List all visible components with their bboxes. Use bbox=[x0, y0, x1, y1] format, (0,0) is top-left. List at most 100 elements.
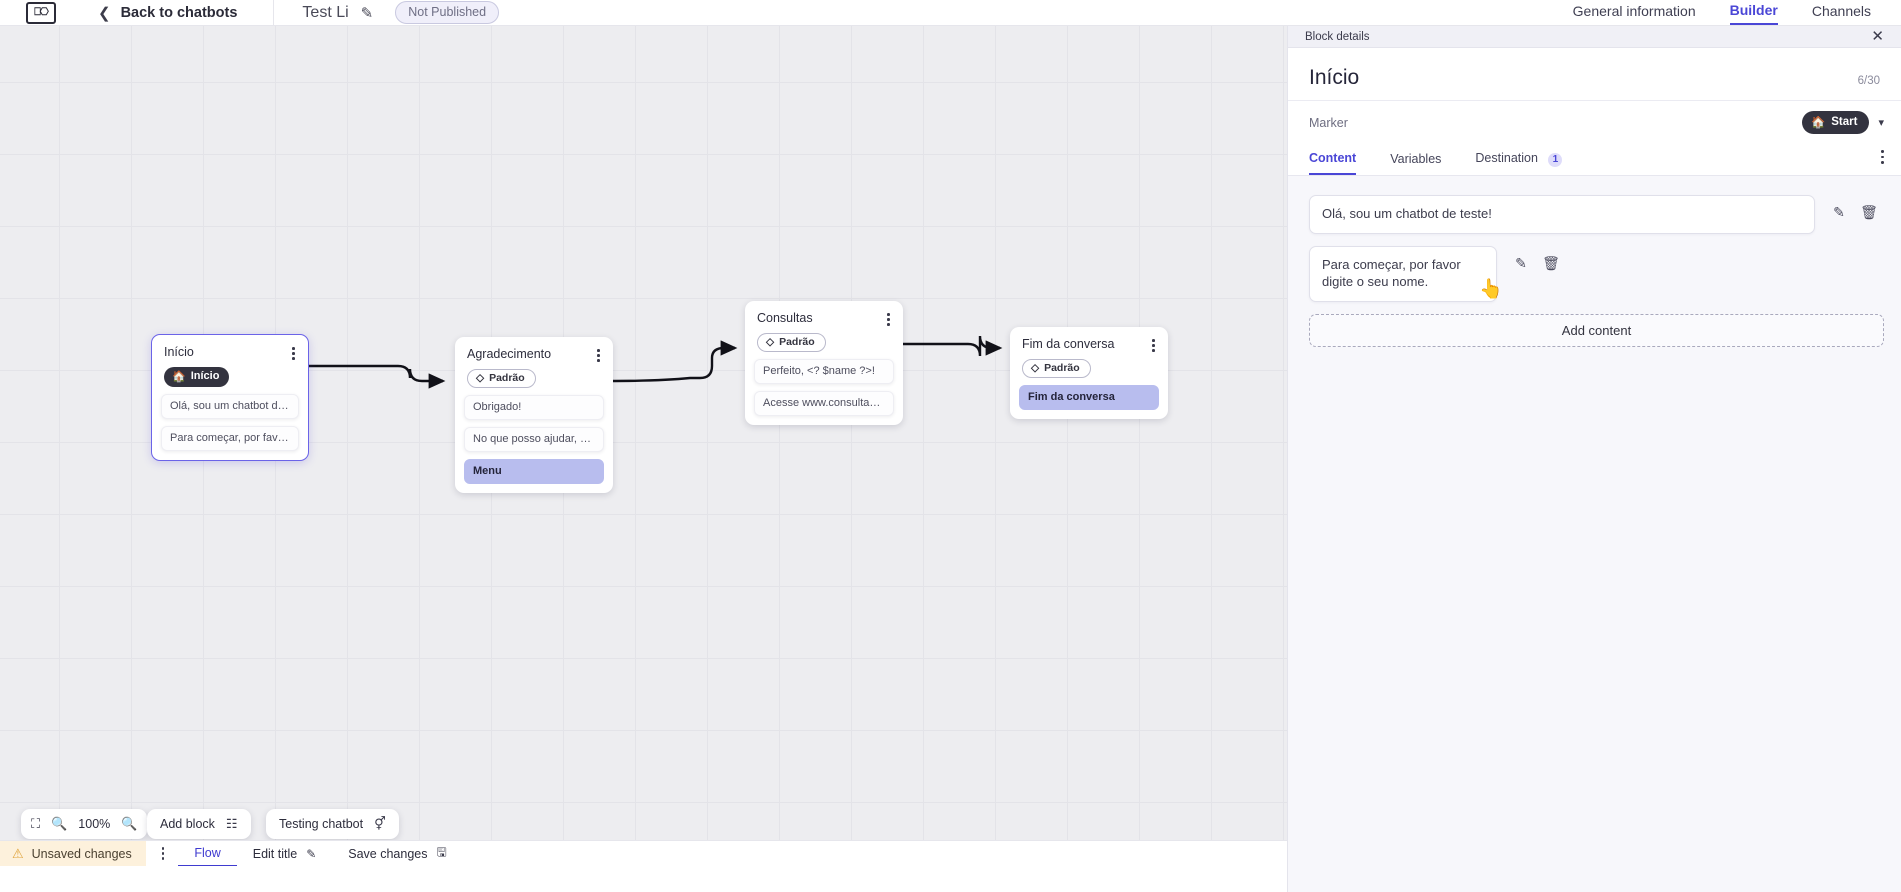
status-badge: Not Published bbox=[395, 1, 500, 24]
tab-flow[interactable]: Flow bbox=[178, 841, 237, 866]
block-details-panel: Block details ✕ Início 6/30 Marker 🏠 Sta… bbox=[1287, 26, 1901, 892]
pencil-icon: ✎ bbox=[306, 846, 317, 861]
node-row-menu[interactable]: Menu bbox=[464, 458, 604, 484]
marker-label: Marker bbox=[1309, 115, 1348, 130]
edit-title-label: Edit title bbox=[252, 846, 298, 861]
tab-general-information[interactable]: General information bbox=[1572, 2, 1696, 19]
tag-icon: ◇ bbox=[766, 335, 775, 348]
more-vertical-icon[interactable] bbox=[1881, 150, 1884, 169]
marker-select[interactable]: 🏠 Start ▾ bbox=[1801, 111, 1884, 134]
testing-chatbot-button[interactable]: Testing chatbot ⚥ bbox=[266, 809, 399, 839]
zoom-in-icon[interactable]: 🔍 bbox=[121, 816, 138, 831]
home-icon: 🏠 bbox=[172, 370, 186, 383]
flow-node-consultas[interactable]: Consultas ◇ Padrão Perfeito, <? $name ?>… bbox=[745, 301, 903, 425]
top-bar: ⎕⎔ ❮ Back to chatbots Test Li ✎ Not Publ… bbox=[0, 0, 1901, 26]
chevron-down-icon[interactable]: ▾ bbox=[1878, 117, 1884, 129]
more-vertical-icon[interactable] bbox=[161, 847, 165, 860]
tag-icon: ◇ bbox=[1031, 361, 1040, 374]
close-icon[interactable]: ✕ bbox=[1871, 28, 1884, 45]
tab-variables[interactable]: Variables bbox=[1390, 152, 1442, 166]
warning-triangle-icon: ⚠ bbox=[12, 845, 24, 861]
node-row[interactable]: Fim da conversa bbox=[1019, 384, 1159, 410]
node-badge-label: Padrão bbox=[489, 371, 525, 384]
tab-destination[interactable]: Destination 1 bbox=[1475, 145, 1563, 175]
flow-node-inicio[interactable]: Início 🏠 Início Olá, sou um chatbot de t… bbox=[151, 334, 309, 461]
testing-chatbot-label: Testing chatbot bbox=[279, 817, 364, 831]
node-menu-icon[interactable] bbox=[292, 345, 299, 360]
trash-icon[interactable]: 🗑 bbox=[1542, 254, 1560, 271]
node-badge-label: Padrão bbox=[1044, 361, 1080, 374]
add-block-icon: ☷ bbox=[225, 816, 238, 831]
chatbot-logo-icon[interactable]: ⎕⎔ bbox=[26, 1, 56, 24]
node-row[interactable]: Perfeito, <? $name ?>! bbox=[754, 358, 894, 384]
node-row[interactable]: Acesse www.consultas.com par... bbox=[754, 390, 894, 416]
panel-body: Início 6/30 Marker 🏠 Start ▾ Content bbox=[1288, 48, 1901, 176]
page-title: Início bbox=[1309, 66, 1360, 89]
content-item: Olá, sou um chatbot de teste! ✎ 🗑 bbox=[1309, 195, 1884, 234]
node-title: Consultas bbox=[757, 311, 813, 325]
tab-builder[interactable]: Builder bbox=[1729, 2, 1778, 25]
node-title: Agradecimento bbox=[467, 347, 552, 361]
panel-tabs: Content Variables Destination 1 bbox=[1288, 145, 1901, 176]
flow-node-agradecimento[interactable]: Agradecimento ◇ Padrão Obrigado! No que … bbox=[455, 337, 613, 493]
char-count: 6/30 bbox=[1857, 75, 1880, 87]
node-title: Fim da conversa bbox=[1022, 337, 1115, 351]
node-row[interactable]: Obrigado! bbox=[464, 394, 604, 420]
add-content-button[interactable]: Add content bbox=[1309, 313, 1884, 347]
top-tabs: General information Builder Channels bbox=[1573, 0, 1871, 26]
mouse-cursor-pointer: 👆 bbox=[1479, 279, 1503, 300]
divider bbox=[273, 0, 275, 26]
content-list: Olá, sou um chatbot de teste! ✎ 🗑 Para c… bbox=[1288, 176, 1901, 302]
node-menu-icon[interactable] bbox=[597, 347, 604, 362]
home-icon: 🏠 bbox=[1810, 117, 1826, 129]
status-bar: ⚠ Unsaved changes Flow Edit title ✎ Save… bbox=[0, 840, 1287, 866]
node-title: Início bbox=[164, 345, 194, 359]
zoom-out-icon[interactable]: 🔍 bbox=[51, 816, 68, 831]
content-text[interactable]: Olá, sou um chatbot de teste! bbox=[1309, 195, 1815, 234]
save-changes-label: Save changes bbox=[348, 846, 428, 861]
add-block-button[interactable]: Add block ☷ bbox=[147, 809, 251, 839]
tab-channels[interactable]: Channels bbox=[1811, 2, 1871, 19]
unsaved-changes-indicator: ⚠ Unsaved changes bbox=[0, 840, 146, 866]
node-row[interactable]: Para começar, por favor digite o ... bbox=[161, 425, 299, 451]
save-icon: 🖫 bbox=[436, 845, 447, 859]
node-row[interactable]: No que posso ajudar, <? $name ... bbox=[464, 426, 604, 452]
node-badge-default: ◇ Padrão bbox=[1022, 358, 1091, 378]
zoom-level: 100% bbox=[78, 817, 111, 831]
marker-row: Marker 🏠 Start ▾ bbox=[1288, 101, 1901, 145]
edit-title-button[interactable]: Edit title ✎ bbox=[237, 847, 333, 861]
pencil-icon[interactable]: ✎ bbox=[360, 4, 374, 22]
panel-title-row: Início 6/30 bbox=[1288, 48, 1901, 101]
fit-screen-icon[interactable]: ⛶ bbox=[31, 816, 41, 831]
tab-content[interactable]: Content bbox=[1309, 145, 1357, 175]
node-badge-default: ◇ Padrão bbox=[467, 368, 536, 388]
trash-icon[interactable]: 🗑 bbox=[1860, 204, 1878, 220]
zoom-controls: ⛶ 🔍 100% 🔍 bbox=[21, 809, 148, 839]
add-block-label: Add block bbox=[160, 817, 215, 831]
node-badge-label: Início bbox=[190, 370, 220, 383]
pencil-icon[interactable]: ✎ bbox=[1833, 204, 1845, 220]
marker-value-pill[interactable]: 🏠 Start bbox=[1801, 111, 1870, 134]
unsaved-changes-label: Unsaved changes bbox=[31, 846, 132, 861]
node-badge-label: Padrão bbox=[779, 335, 815, 348]
node-menu-icon[interactable] bbox=[887, 311, 894, 326]
tag-icon: ◇ bbox=[476, 371, 485, 384]
content-text[interactable]: Para começar, por favor digite o seu nom… bbox=[1309, 245, 1497, 302]
destination-count-badge: 1 bbox=[1548, 152, 1563, 167]
node-row[interactable]: Olá, sou um chatbot de teste! bbox=[161, 393, 299, 419]
back-to-chatbots-link[interactable]: Back to chatbots bbox=[120, 4, 238, 21]
pencil-icon[interactable]: ✎ bbox=[1515, 254, 1527, 271]
flask-icon: ⚥ bbox=[374, 816, 386, 831]
chevron-left-icon[interactable]: ❮ bbox=[98, 4, 111, 22]
flow-canvas[interactable]: Início 🏠 Início Olá, sou um chatbot de t… bbox=[0, 26, 1287, 866]
node-badge-start: 🏠 Início bbox=[164, 366, 230, 387]
panel-header: Block details ✕ bbox=[1288, 26, 1901, 48]
node-badge-default: ◇ Padrão bbox=[757, 332, 826, 352]
marker-value: Start bbox=[1831, 116, 1858, 128]
bot-name: Test Li bbox=[302, 3, 349, 21]
save-changes-button[interactable]: Save changes 🖫 bbox=[332, 843, 462, 864]
flow-node-fim-da-conversa[interactable]: Fim da conversa ◇ Padrão Fim da conversa bbox=[1010, 327, 1168, 419]
node-menu-icon[interactable] bbox=[1152, 337, 1159, 352]
content-item: Para começar, por favor digite o seu nom… bbox=[1309, 245, 1884, 302]
